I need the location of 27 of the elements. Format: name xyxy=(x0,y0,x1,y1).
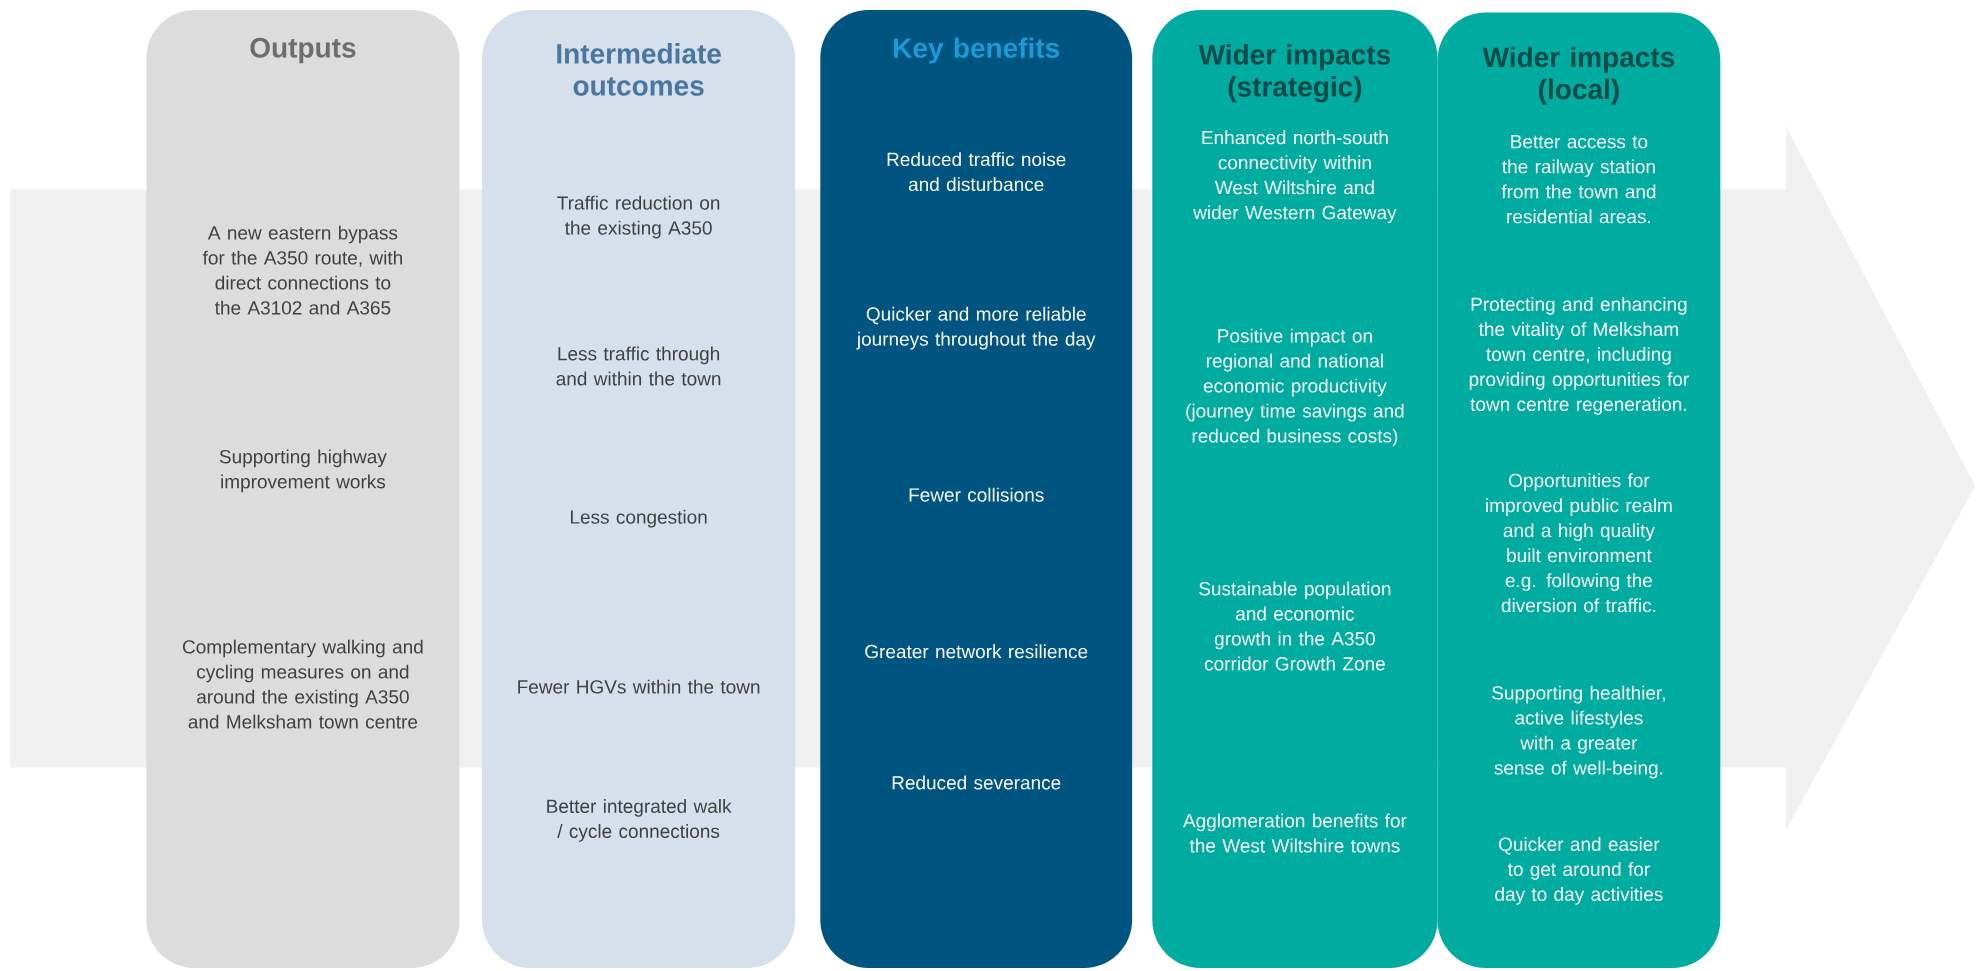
column-heading: Key benefits xyxy=(894,37,1060,64)
item-text: Reduced severance xyxy=(892,775,1061,790)
column-heading: Outputs xyxy=(250,37,356,64)
item-text: Quicker and more reliable journeys throughout the day xyxy=(856,306,1096,350)
column-heading: Wider impacts (local) xyxy=(1482,46,1675,105)
column-heading: Intermediate outcomes xyxy=(557,43,721,96)
item-text: Positive impact on regional and national economic productivity (journey time savings and reduced business costs) xyxy=(1186,328,1404,447)
item-text: Better integrated walk / cycle connections xyxy=(547,799,732,842)
item-text: Agglomeration benefits for the West Wiltshire towns xyxy=(1183,813,1407,853)
item-text: Supporting healthier, active lifestyles with a greater sense of well-being. xyxy=(1492,685,1665,779)
item-text: A new eastern bypass for the A350 route, with direct connections to the A3102 and A365 xyxy=(202,225,402,315)
item-text: Enhanced north-south connectivity within West Wiltshire and wider Western Gateway xyxy=(1193,130,1397,224)
item-text: Supporting highway improvement works xyxy=(219,449,387,493)
item-text: Less congestion xyxy=(571,509,707,528)
column-heading: Wider impacts (strategic) xyxy=(1198,44,1391,103)
item-text: Quicker and easier to get around for day to day activities xyxy=(1495,837,1663,905)
item-text: Fewer HGVs within the town xyxy=(518,679,760,694)
item-text: Traffic reduction on the existing A350 xyxy=(557,195,720,239)
item-text: Greater network resilience xyxy=(865,644,1088,659)
item-text: Opportunities for improved public realm and a high quality built environment e.g. following the diversion of traffic. xyxy=(1486,473,1672,613)
item-text: Protecting and enhancing the vitality of Melksham town centre, including providing opportunities for town centre regeneration. xyxy=(1469,297,1689,415)
item-text: Complementary walking and cycling measures on and around the existing A350 and Melksham town centre xyxy=(182,639,423,729)
item-text: Fewer collisions xyxy=(909,487,1044,502)
item-text: Reduced traffic noise and disturbance xyxy=(887,152,1066,192)
item-text: Sustainable population and economic growth in the A350 corridor Growth Zone xyxy=(1199,581,1391,671)
item-text: Better access to the railway station from the town and residential areas. xyxy=(1501,135,1656,224)
item-text: Less traffic through and within the town xyxy=(556,346,721,386)
